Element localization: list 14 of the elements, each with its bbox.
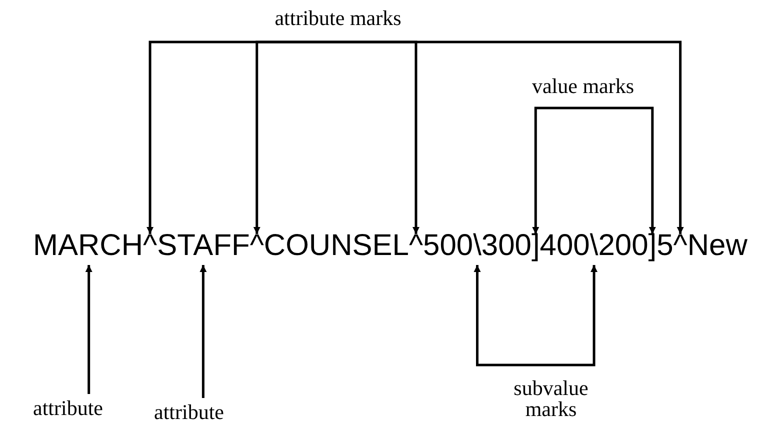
leader-arrow bbox=[474, 265, 551, 366]
callout-label: attribute bbox=[33, 398, 103, 419]
leader-arrow bbox=[85, 265, 92, 394]
leader-arrow bbox=[338, 40, 684, 234]
callout-label: attribute marks bbox=[274, 8, 402, 29]
code-string: MARCH^STAFF^COUNSEL^500\300]400\200]5^New bbox=[33, 228, 748, 264]
leader-arrow bbox=[532, 106, 583, 234]
leader-arrow bbox=[583, 106, 656, 234]
leader-arrow bbox=[200, 265, 207, 398]
leader-arrow bbox=[253, 40, 338, 234]
callout-label: value marks bbox=[532, 76, 634, 97]
leader-arrow bbox=[551, 265, 598, 366]
callout-label: subvalue marks bbox=[511, 378, 591, 420]
callout-label: attribute bbox=[154, 402, 224, 423]
